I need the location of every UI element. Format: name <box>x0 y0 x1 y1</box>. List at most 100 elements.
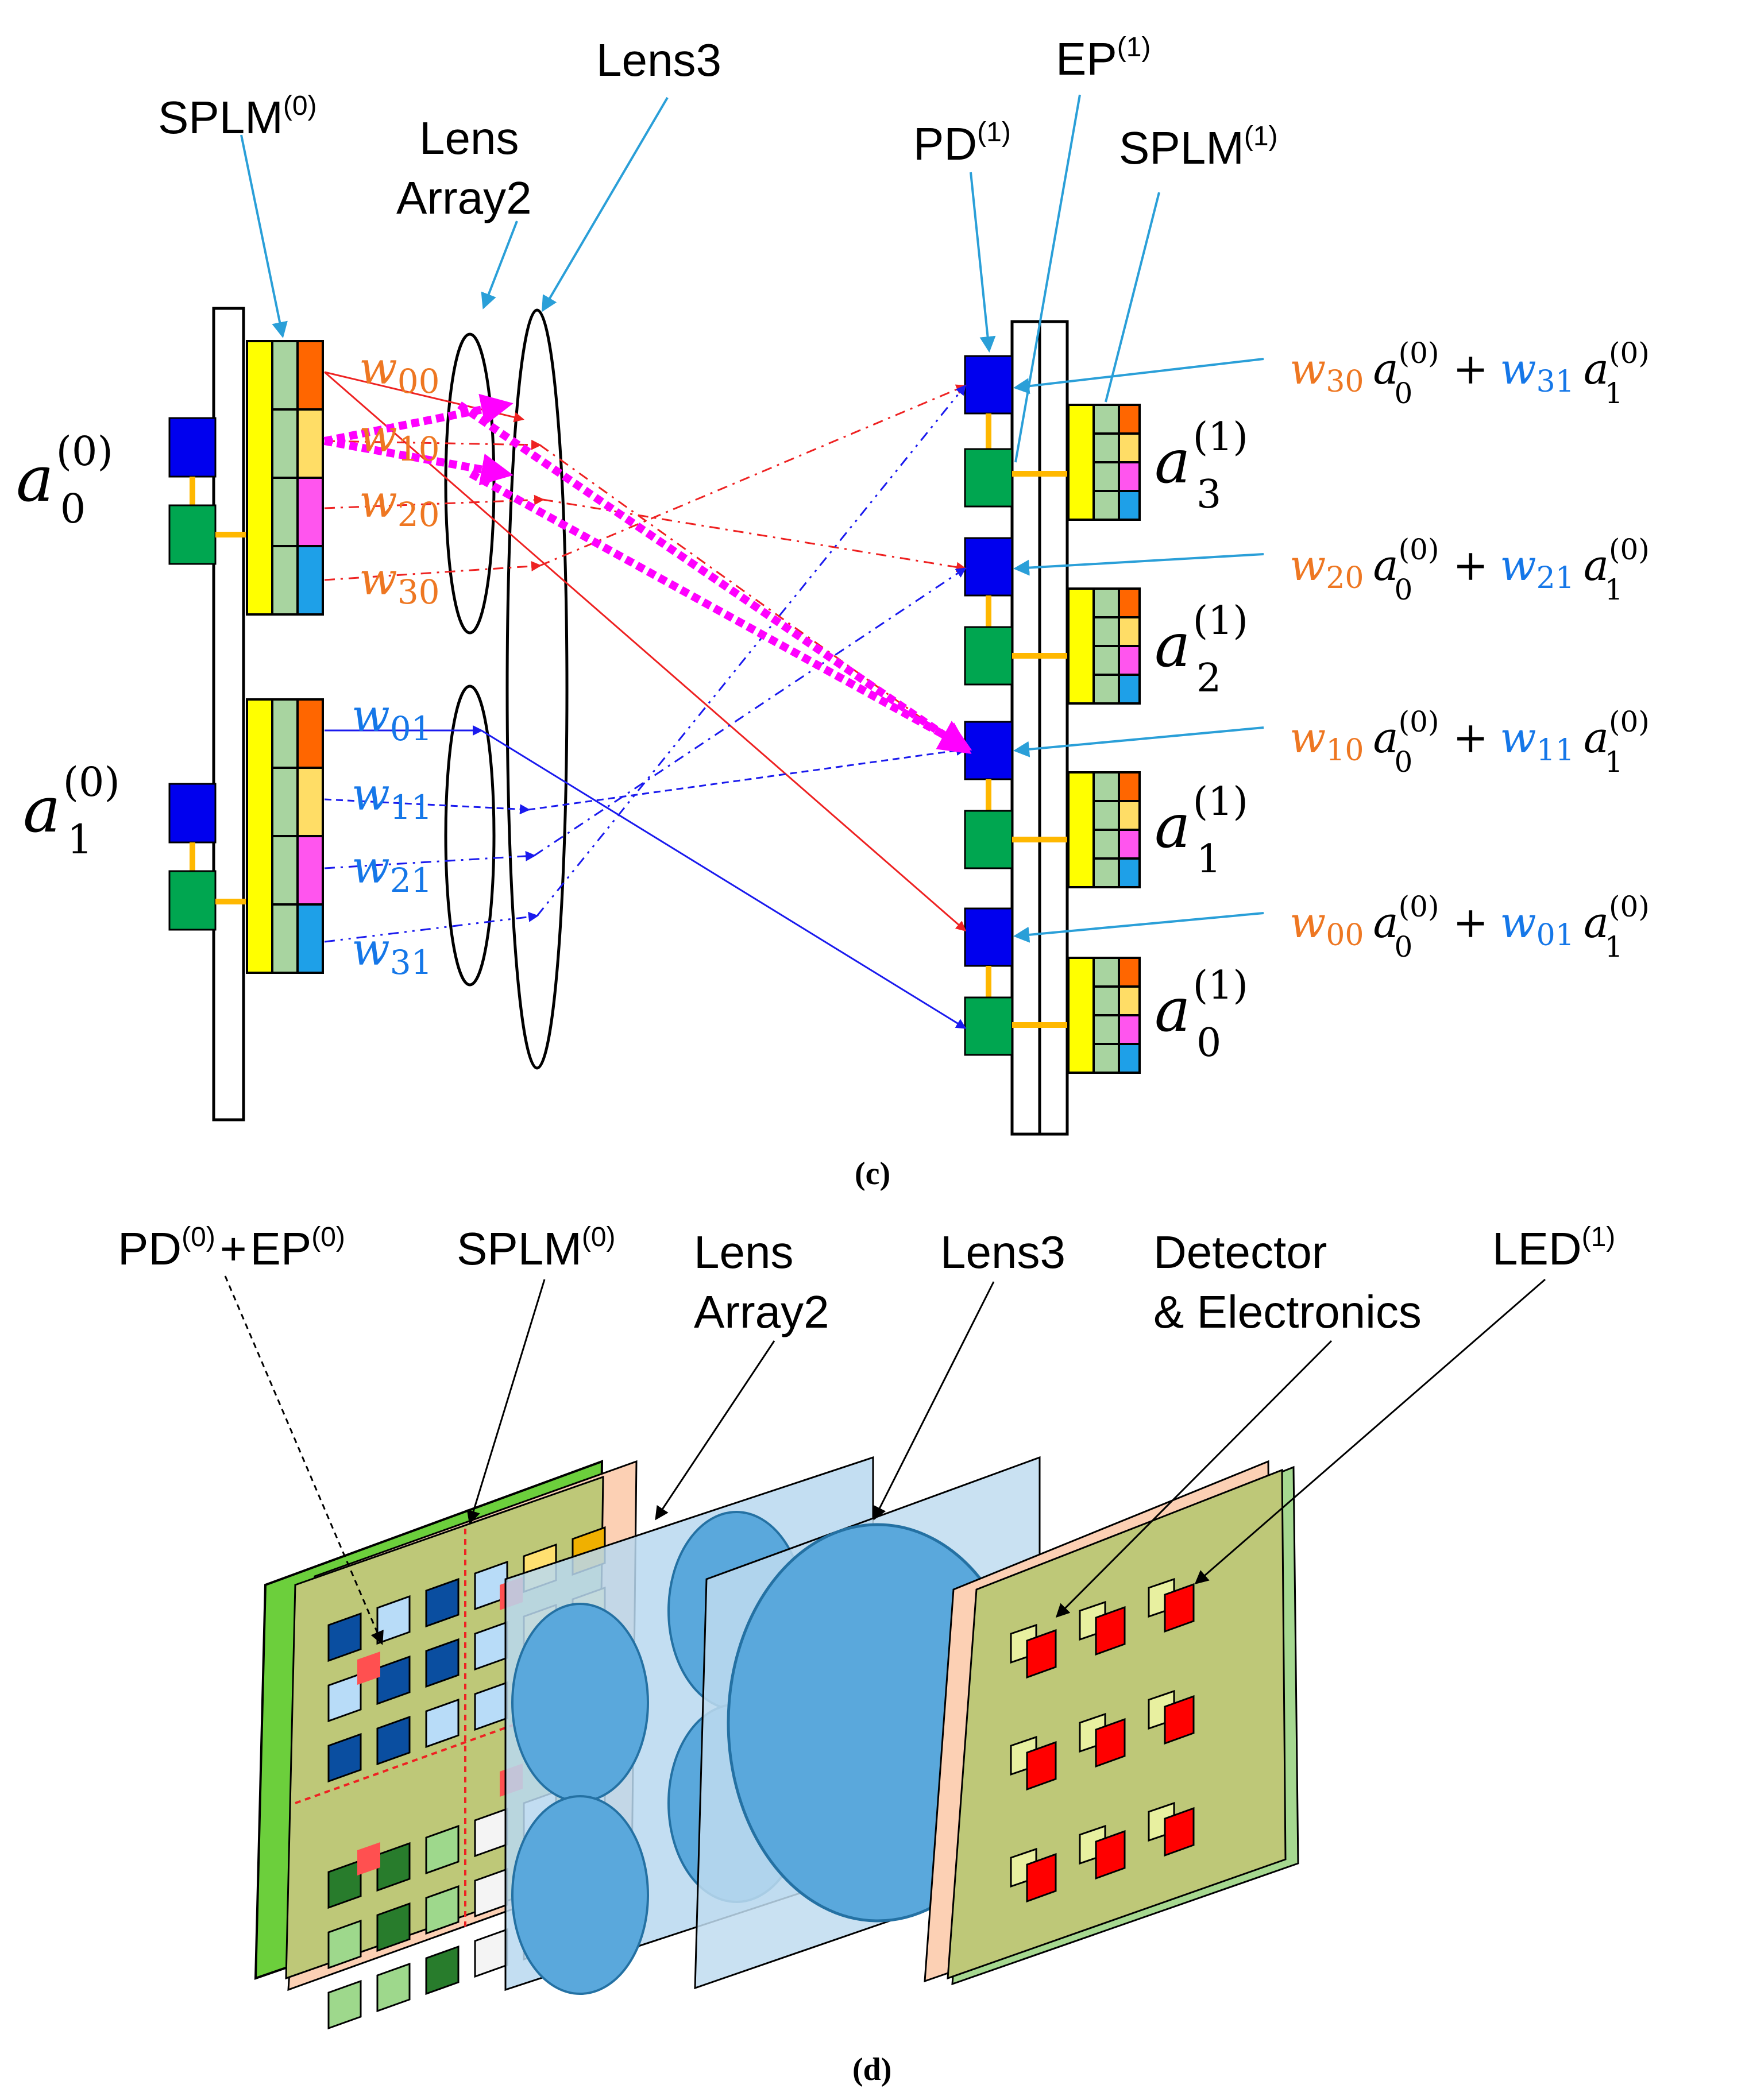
output-labels: a(1)3 a(1)2 a(1)1 a(1)0 <box>1155 415 1248 1066</box>
pd-ep-cell <box>376 1902 411 1952</box>
splm-cell <box>296 545 324 616</box>
splm-cell <box>1118 674 1141 705</box>
lens3-ellipse <box>505 308 569 1070</box>
splm-yellow-strip <box>246 340 273 616</box>
splm-cell <box>296 767 324 837</box>
connector <box>215 532 250 537</box>
output-splm-block <box>1067 957 1141 1074</box>
pd0-ep0-label: PD(0)+EP(0) <box>118 1222 345 1274</box>
lens3-label: Lens3 <box>596 34 721 86</box>
input-labels: a(0)0 a(0)1 <box>16 428 120 863</box>
splm-cell <box>1118 957 1141 988</box>
led-square <box>1095 1718 1126 1768</box>
weight-label-orange: w00 <box>359 343 440 401</box>
lens3-d-label: Lens3 <box>940 1227 1065 1278</box>
output-plane-left <box>1010 320 1041 1136</box>
led-square <box>1164 1695 1195 1745</box>
splm-yellow-strip <box>1067 404 1095 521</box>
ep-marker <box>357 1652 380 1685</box>
blue-rays <box>324 384 967 1029</box>
callout-lines-d <box>224 1275 1546 1645</box>
pd-square <box>964 721 1013 780</box>
pd-ep-cell <box>425 1885 460 1935</box>
pd1-label: PD(1) <box>913 117 1011 169</box>
magenta-rays <box>323 393 972 754</box>
splm-cell <box>1118 490 1141 521</box>
led-array <box>1010 1577 1195 1903</box>
pd-square <box>168 417 217 478</box>
output-label: a(1)3 <box>1155 415 1248 517</box>
splm-yellow-strip <box>1067 957 1095 1074</box>
connector <box>1012 1022 1070 1028</box>
weight-label-blue: w01 <box>352 690 433 748</box>
connector <box>986 966 991 997</box>
splm-cell <box>296 698 324 769</box>
pd-ep-cell <box>425 1824 460 1875</box>
connector <box>1012 837 1070 842</box>
splm-cell <box>296 835 324 906</box>
splm-cell <box>1118 771 1141 802</box>
lens-array2-d-line2: Array2 <box>694 1286 829 1337</box>
output-splm-block <box>1067 587 1141 705</box>
splm-cell <box>1118 432 1141 463</box>
splm1-label: SPLM(1) <box>1119 121 1278 173</box>
splm-cell <box>1118 587 1141 618</box>
led-square <box>1026 1853 1057 1903</box>
input-block-0 <box>168 340 324 616</box>
output-label: a(1)1 <box>1155 779 1248 882</box>
input-label-0: a(0)0 <box>16 428 113 532</box>
input-plane <box>212 307 245 1121</box>
splm-cell <box>1118 800 1141 831</box>
splm-cell <box>1118 461 1141 492</box>
splm-yellow-strip <box>1067 587 1095 705</box>
connector <box>986 413 991 449</box>
connector <box>1012 653 1070 659</box>
pd-ep-cell <box>425 1698 460 1749</box>
pd-ep-cell <box>327 1979 362 2030</box>
output-splm-blocks <box>1067 404 1141 1074</box>
splm-cell <box>1118 857 1141 888</box>
caption-c: (c) <box>855 1156 890 1192</box>
panel-c: SPLM(0) Lens Array2 Lens3 PD(1) EP(1) SP… <box>16 32 1650 1192</box>
ep-square <box>964 996 1013 1056</box>
output-plane-right <box>1038 320 1069 1136</box>
output-label: a(1)0 <box>1155 963 1248 1066</box>
pd-ep-cell <box>474 1928 508 1978</box>
pd-ep-cell <box>327 1859 362 1909</box>
lens-array2-d-line1: Lens <box>694 1227 793 1278</box>
pd-ep-cell <box>425 1945 460 1995</box>
callout-lines <box>240 94 1264 943</box>
splm-cell <box>296 340 324 411</box>
led-square <box>1164 1807 1195 1857</box>
splm-cell <box>296 408 324 479</box>
output-label: a(1)2 <box>1155 598 1248 701</box>
connector <box>1012 471 1070 477</box>
pd-ep-cell <box>376 1715 411 1766</box>
pd-square <box>168 783 217 844</box>
weight-label-orange: w10 <box>359 411 440 469</box>
led-square <box>1026 1741 1057 1791</box>
splm-cell <box>1118 404 1141 435</box>
pd-ep-cell <box>327 1732 362 1783</box>
lens-array2-label-line2: Array2 <box>396 172 532 223</box>
pd-ep-cell <box>425 1638 460 1688</box>
splm-cell <box>1118 985 1141 1016</box>
pd-ep-cell <box>327 1672 362 1723</box>
splm-yellow-strip <box>1067 771 1095 888</box>
led1-label: LED(1) <box>1492 1222 1615 1274</box>
weight-label-orange: w30 <box>359 554 440 612</box>
output-units <box>964 355 1070 1056</box>
ep-square <box>964 448 1013 508</box>
weight-label-orange: w20 <box>359 476 440 534</box>
splm-cell <box>1118 616 1141 647</box>
splm0-label: SPLM(0) <box>158 91 317 143</box>
ep1-label: EP(1) <box>1056 32 1151 84</box>
splm-cell <box>296 477 324 547</box>
connector <box>215 899 250 904</box>
ep-square <box>168 504 217 565</box>
lens-array2-label-line1: Lens <box>419 113 519 164</box>
